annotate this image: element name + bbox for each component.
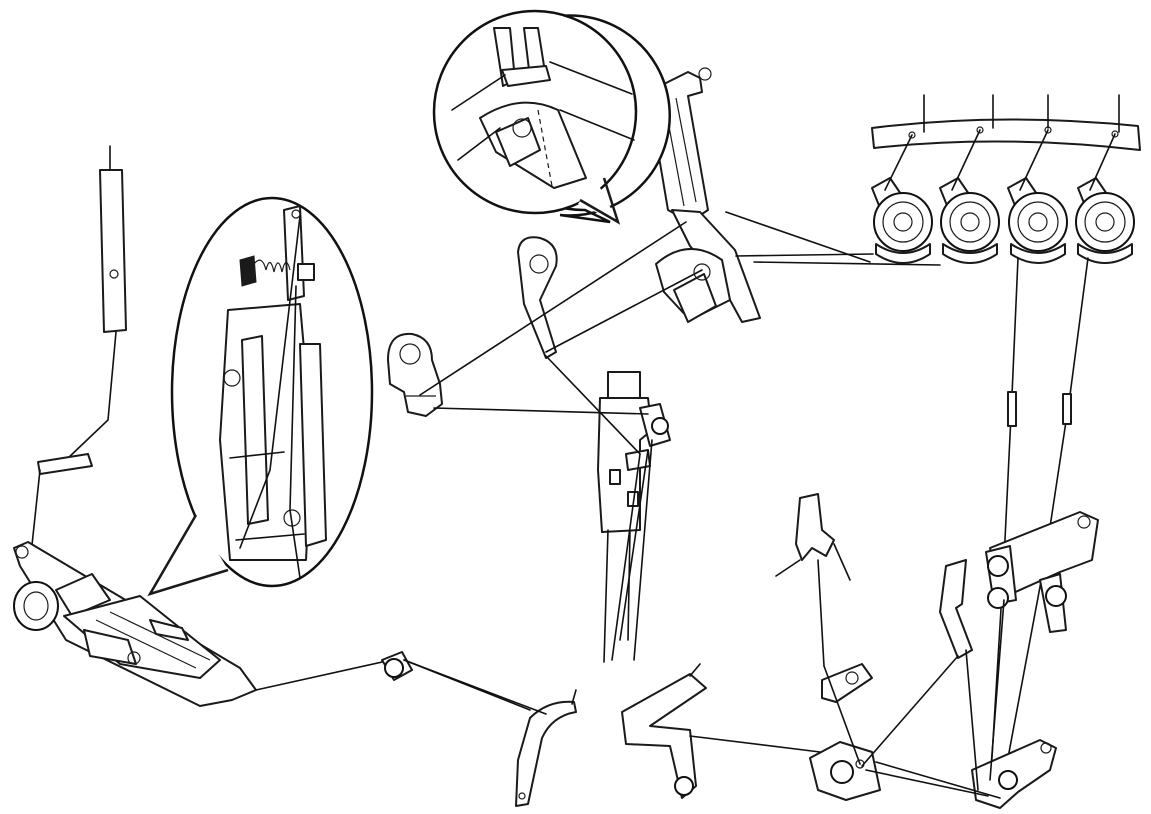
needle-bar-assembly (597, 371, 671, 663)
detail-callout-tension-spring (147, 196, 374, 597)
upper-looper-arm (775, 493, 851, 667)
tension-dial-1 (871, 177, 933, 264)
lower-curved-thread-tube (515, 689, 577, 807)
looper-adjust-assembly (13, 541, 257, 707)
looper-thread-eyelet (809, 741, 881, 801)
upper-threads (884, 129, 1116, 791)
right-lever-assembly (939, 511, 1099, 659)
detail-callout-upper-guide (432, 9, 671, 225)
tension-dial-3 (1007, 177, 1068, 264)
lower-looper-threads (689, 599, 1005, 799)
tension-dial-4 (1075, 177, 1135, 264)
tension-dial-2 (939, 177, 1000, 264)
right-bottom-bracket (971, 739, 1057, 809)
lower-looper-bracket (621, 663, 707, 799)
thread-guide-hook (517, 236, 558, 359)
thread-guide-bar (871, 118, 1141, 151)
thread-guide-clip (387, 332, 443, 417)
left-vertical-guide (31, 145, 127, 546)
thread-spool-lines (923, 94, 1120, 133)
lower-thread-guide-screw (381, 651, 413, 681)
needle-threads (419, 211, 941, 661)
lower-threads (255, 659, 547, 715)
